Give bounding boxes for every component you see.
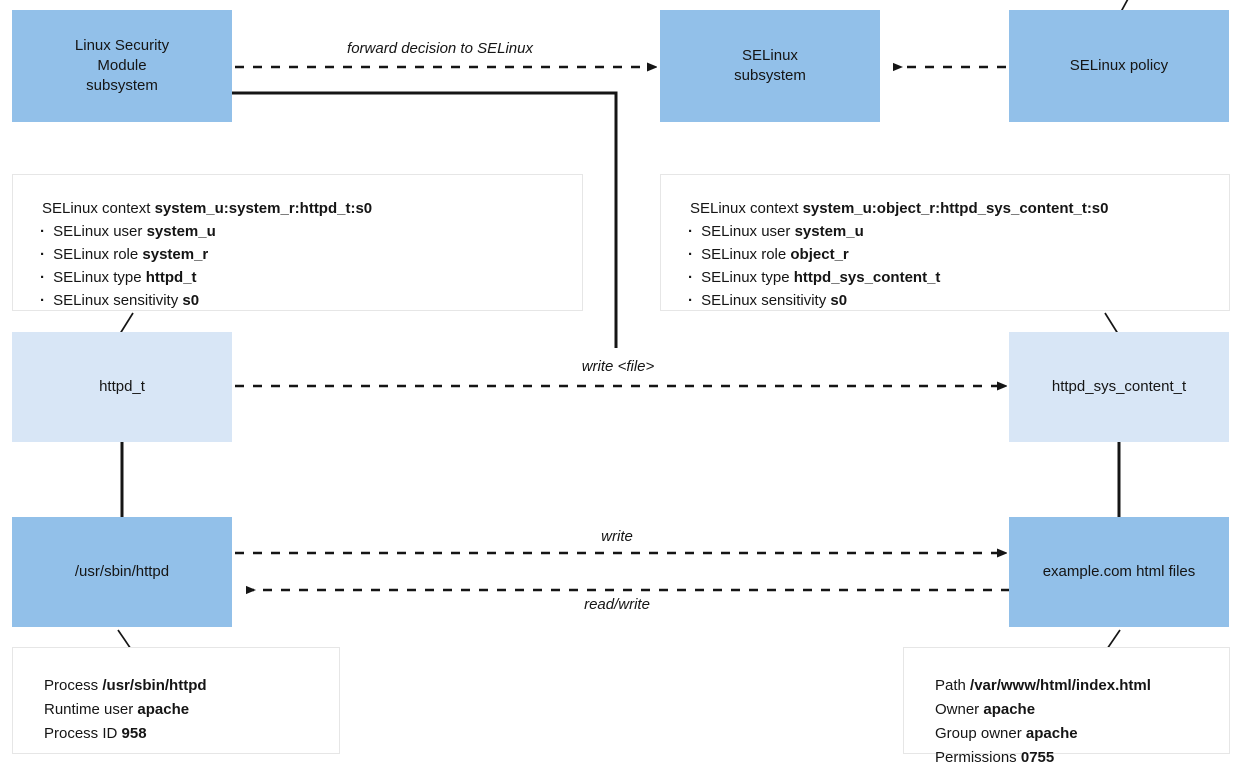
node-linux-security-module[interactable]: Linux Security Module subsystem [12, 10, 232, 122]
file-context-title-prefix: SELinux context [690, 200, 803, 217]
process-context-item: SELinux type httpd_t [42, 266, 572, 289]
node-linux-security-module-label: Linux Security Module subsystem [74, 36, 170, 95]
node-selinux-subsystem-label: SELinux subsystem [734, 46, 806, 84]
node-httpd-binary-label: /usr/sbin/httpd [74, 562, 170, 580]
file-context-item: SELinux sensitivity s0 [690, 289, 1219, 312]
process-context-item: SELinux user system_u [42, 220, 572, 243]
file-details-item-label: Owner [935, 701, 984, 718]
file-context-item-label: SELinux sensitivity [701, 292, 831, 309]
process-context-title-prefix: SELinux context [42, 200, 155, 217]
file-details-item-value: /var/www/html/index.html [970, 677, 1151, 694]
process-context-item-value: system_r [142, 246, 209, 263]
process-details-item: Process /usr/sbin/httpd [44, 674, 329, 698]
process-context-item-label: SELinux user [53, 223, 147, 240]
process-context-title: SELinux context system_u:system_r:httpd_… [42, 197, 572, 220]
process-details-item-value: /usr/sbin/httpd [102, 677, 207, 694]
info-file-details: Path /var/www/html/index.html Owner apac… [903, 647, 1230, 762]
file-context-item: SELinux user system_u [690, 220, 1219, 243]
info-file-context: SELinux context system_u:object_r:httpd_… [660, 174, 1230, 311]
node-httpd-sys-content-t-label: httpd_sys_content_t [1051, 377, 1187, 395]
process-details-item-label: Process [44, 677, 103, 694]
process-context-item-label: SELinux sensitivity [53, 292, 183, 309]
file-details-item-value: apache [1025, 725, 1078, 742]
node-httpd-t-label: httpd_t [99, 377, 145, 395]
file-context-title-value: system_u:object_r:httpd_sys_content_t:s0 [802, 200, 1109, 217]
file-details-item: Owner apache [935, 698, 1219, 722]
process-details-item-value: 958 [121, 725, 147, 742]
file-context-title: SELinux context system_u:object_r:httpd_… [690, 197, 1219, 220]
process-context-item-value: s0 [182, 292, 200, 309]
info-process-details: Process /usr/sbin/httpd Runtime user apa… [12, 647, 340, 754]
process-context-item-label: SELinux type [53, 269, 146, 286]
file-details-item-label: Group owner [935, 725, 1026, 742]
process-details-item: Runtime user apache [44, 698, 329, 722]
process-details-item-value: apache [137, 701, 190, 718]
node-selinux-policy[interactable]: SELinux policy [1009, 10, 1229, 122]
process-context-title-value: system_u:system_r:httpd_t:s0 [154, 200, 373, 217]
process-details-item: Process ID 958 [44, 722, 329, 746]
file-context-item-label: SELinux role [701, 246, 791, 263]
node-html-files[interactable]: example.com html files [1009, 517, 1229, 627]
node-httpd-binary[interactable]: /usr/sbin/httpd [12, 517, 232, 627]
file-details-item: Path /var/www/html/index.html [935, 674, 1219, 698]
file-context-item-value: object_r [790, 246, 849, 263]
node-selinux-policy-label: SELinux policy [1069, 56, 1169, 74]
node-httpd-t[interactable]: httpd_t [12, 332, 232, 442]
file-details-item-value: apache [983, 701, 1036, 718]
file-details-item-value: 0755 [1020, 749, 1055, 762]
file-context-item-label: SELinux type [701, 269, 794, 286]
edge-label-read-write: read/write [584, 596, 650, 613]
process-details-item-label: Runtime user [44, 701, 138, 718]
file-details-item: Permissions 0755 [935, 746, 1219, 762]
process-context-item-value: httpd_t [145, 269, 197, 286]
node-httpd-sys-content-t[interactable]: httpd_sys_content_t [1009, 332, 1229, 442]
edge-label-write-file: write <file> [581, 358, 655, 375]
process-context-item-label: SELinux role [53, 246, 143, 263]
edge-label-write: write [601, 528, 633, 545]
info-process-context: SELinux context system_u:system_r:httpd_… [12, 174, 583, 311]
node-selinux-subsystem[interactable]: SELinux subsystem [660, 10, 880, 122]
file-context-item-label: SELinux user [701, 223, 795, 240]
file-context-item: SELinux role object_r [690, 243, 1219, 266]
file-details-item: Group owner apache [935, 722, 1219, 746]
file-context-item-value: system_u [794, 223, 864, 240]
file-details-item-label: Path [935, 677, 971, 694]
process-context-item-value: system_u [146, 223, 216, 240]
node-html-files-label: example.com html files [1042, 562, 1196, 580]
process-context-item: SELinux sensitivity s0 [42, 289, 572, 312]
process-details-item-label: Process ID [44, 725, 122, 742]
edge-label-forward-decision: forward decision to SELinux [347, 40, 533, 57]
file-details-item-label: Permissions [935, 749, 1021, 762]
file-context-item-value: httpd_sys_content_t [793, 269, 941, 286]
process-context-item: SELinux role system_r [42, 243, 572, 266]
file-context-item: SELinux type httpd_sys_content_t [690, 266, 1219, 289]
file-context-item-value: s0 [830, 292, 848, 309]
